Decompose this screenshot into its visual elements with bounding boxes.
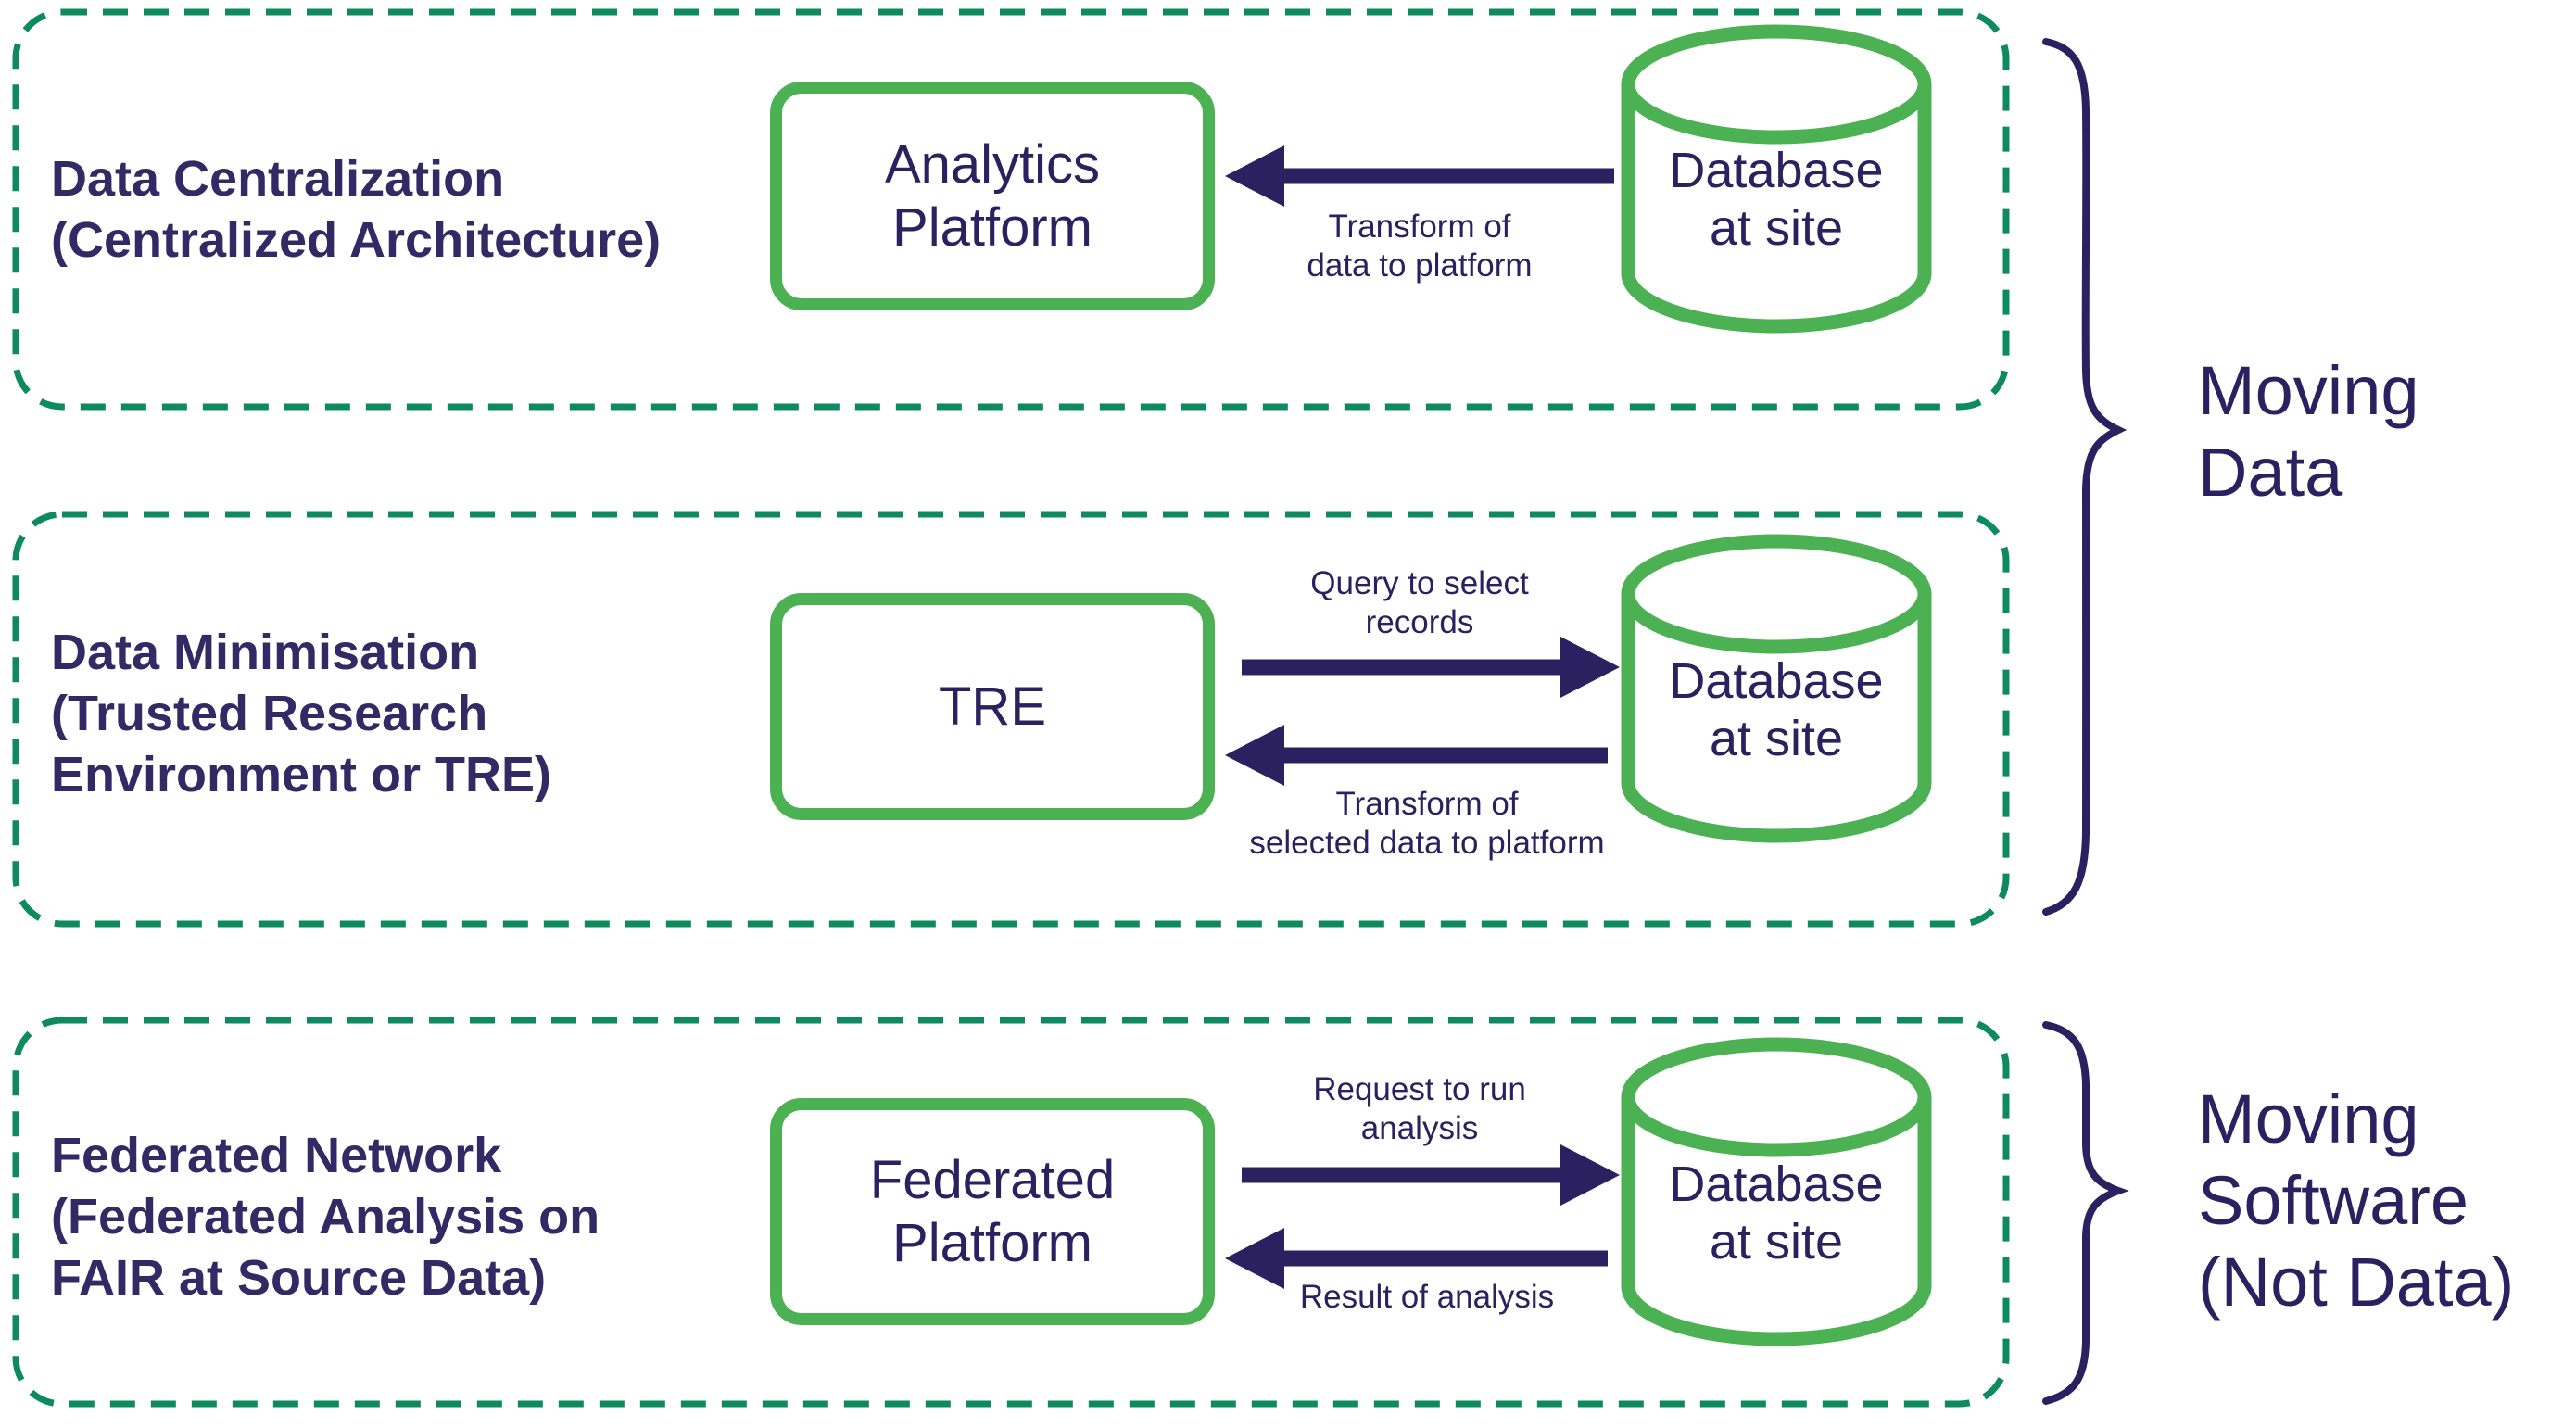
row1-database-label: Database at site (1669, 143, 1884, 256)
brace-moving-data-icon (2042, 38, 2128, 916)
dashed-box-row-centralization (12, 8, 2010, 411)
row3-arrow-to-platform-label: Result of analysis (1299, 1279, 1555, 1315)
arrow-left-row2-icon (1225, 725, 1608, 786)
brace-moving-software-icon (2042, 1021, 2129, 1405)
row1-side-label: Data Centralization (Centralized Archite… (51, 151, 662, 268)
dashed-box-row-minimisation (12, 511, 2010, 928)
arrow-left-row3-icon (1225, 1228, 1608, 1289)
arrow-left-row1-icon (1225, 145, 1614, 207)
arrow-right-row3-icon (1242, 1144, 1620, 1206)
row2-arrow-to-database-label: Query to select records (1310, 565, 1529, 640)
row2-arrow-to-platform-label: Transform of selected data to platform (1249, 786, 1605, 861)
row1-analytics-platform-box: Analytics Platform (770, 82, 1215, 310)
row1-arrow-to-platform-label: Transform of data to platform (1307, 209, 1533, 284)
row3-side-label: Federated Network (Federated Analysis on… (51, 1128, 600, 1306)
row2-tre-box: TRE (770, 593, 1215, 820)
row3-platform-label: Federated Platform (869, 1149, 1116, 1273)
row3-federated-platform-box: Federated Platform (770, 1098, 1215, 1325)
database-cylinder-row3-icon (1621, 1037, 1932, 1346)
row3-database-label: Database at site (1669, 1156, 1884, 1270)
arrow-right-row2-icon (1242, 637, 1620, 698)
moving-data-caption: Moving Data (2198, 352, 2419, 511)
moving-software-caption: Moving Software (Not Data) (2198, 1080, 2515, 1321)
dashed-box-row-federated (12, 1017, 2010, 1408)
database-cylinder-row1-icon (1621, 24, 1932, 334)
database-cylinder-row2-icon (1621, 534, 1932, 843)
row2-side-label: Data Minimisation (Trusted Research Envi… (51, 625, 552, 802)
row2-platform-label: TRE (939, 676, 1046, 737)
row2-database-label: Database at site (1669, 653, 1884, 766)
row1-platform-label: Analytics Platform (884, 133, 1101, 258)
row3-arrow-to-database-label: Request to run analysis (1313, 1071, 1526, 1146)
